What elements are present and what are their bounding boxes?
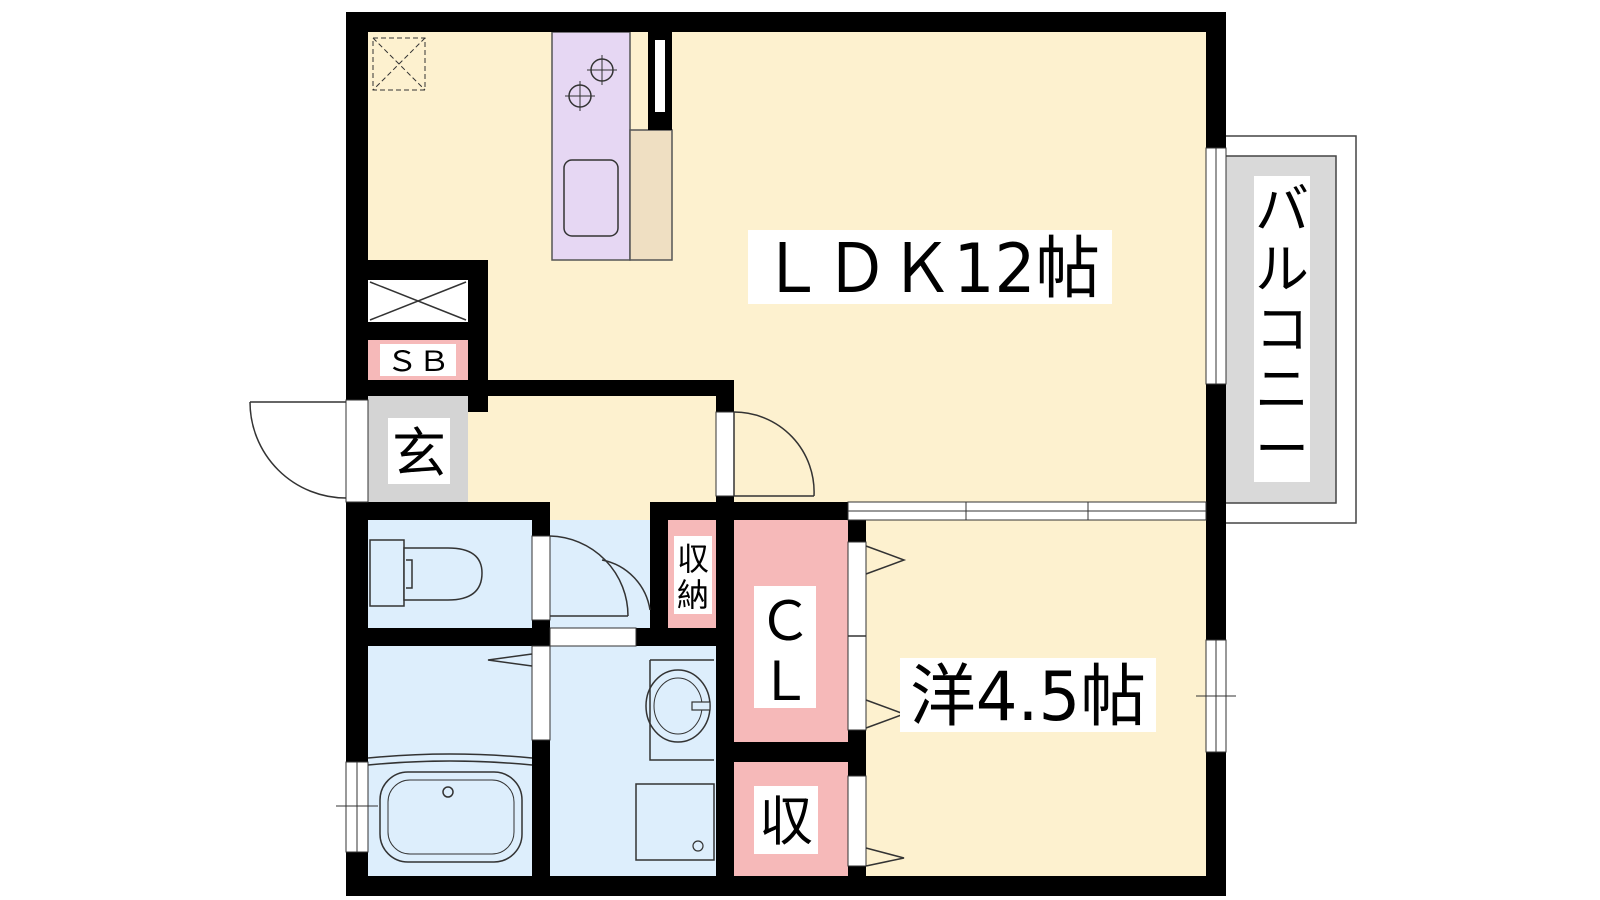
- storage-bottom-label-bg: [754, 786, 818, 854]
- western-label-bg: [900, 658, 1156, 732]
- balcony-label-bg: [1254, 176, 1310, 482]
- ldk-door: [715, 411, 815, 497]
- closet-label-bg: [754, 586, 816, 708]
- refrigerator-space-icon: [369, 281, 467, 321]
- shoe-box-label: ＳＢ: [386, 345, 450, 378]
- wall-top: [346, 12, 1225, 32]
- washing-machine-space-icon: [635, 783, 715, 861]
- closet-doors: [847, 541, 907, 867]
- storage-bottom-label: 収: [759, 790, 813, 853]
- bathtub-icon: [367, 753, 533, 863]
- entrance-door: [249, 399, 369, 503]
- wall-closet-right-bottom: [848, 866, 866, 896]
- western-label: 洋4.5帖: [910, 658, 1146, 737]
- storage-small-label-char: 収: [677, 540, 709, 578]
- storage-small-label-bg: [674, 536, 712, 614]
- ldk-label: ＬＤＫ12帖: [760, 230, 1100, 309]
- wall-right-top: [1206, 12, 1226, 148]
- vent-icon: [372, 37, 426, 91]
- balcony-label-char: コ: [1255, 298, 1309, 361]
- balcony-label-char: ル: [1255, 238, 1309, 301]
- wall-fridge-bottom: [346, 322, 488, 340]
- closet-label-char: Ｃ: [758, 590, 812, 653]
- ldk-label-bg: [748, 230, 1112, 304]
- entrance-label-bg: [388, 418, 450, 484]
- wall-toilet-bath: [346, 628, 550, 646]
- wall-mid-horizontal-right: [650, 502, 848, 520]
- wall-closet-divider: [716, 742, 866, 762]
- washroom-door: [549, 559, 651, 647]
- room-labels: ＬＤＫ12帖 洋4.5帖 玄 ＳＢ Ｃ Ｌ 収 納 収: [380, 230, 1156, 854]
- wall-left-upper: [346, 12, 368, 400]
- wall-closet-left: [716, 412, 734, 896]
- wall-hall-top: [468, 380, 734, 396]
- wall-right-mid: [1206, 384, 1226, 640]
- wall-storage-left: [650, 502, 668, 646]
- wall-hall-right: [716, 380, 734, 412]
- doors: [249, 399, 907, 867]
- washbasin-icon: [645, 659, 714, 761]
- wall-entrance-right: [468, 396, 488, 412]
- corridor-floor: [550, 520, 650, 646]
- closet-label-char: Ｌ: [758, 650, 812, 713]
- kitchen-sink-icon: [563, 159, 619, 237]
- kitchen-counter: [629, 129, 673, 261]
- wall-mid-horizontal-left: [346, 502, 550, 520]
- wall-toilet-right: [532, 502, 550, 536]
- storage-small-label-char: 納: [677, 576, 709, 614]
- balcony-label-char: バ: [1255, 178, 1309, 241]
- wall-sb-bottom: [346, 380, 488, 396]
- wall-ldk-step-h: [346, 260, 488, 280]
- hallway-floor: [488, 396, 716, 506]
- windows: [336, 147, 1236, 853]
- wall-right-bottom: [1206, 752, 1226, 896]
- wall-bath-right: [532, 740, 550, 896]
- wall-bottom: [346, 876, 1225, 896]
- kitchen: [551, 30, 673, 261]
- drain-icon: [442, 786, 454, 798]
- entrance-label: 玄: [392, 422, 446, 485]
- toilet-icon: [369, 539, 483, 607]
- balcony-label: バ ル コ ニ ー: [1255, 178, 1309, 481]
- bath-door: [487, 645, 551, 741]
- balcony-label-char: ー: [1255, 418, 1309, 481]
- washroom-floor: [550, 646, 716, 878]
- balcony: バ ル コ ニ ー: [1223, 135, 1357, 524]
- balcony-label-char: ニ: [1255, 358, 1309, 421]
- shoe-box-label-bg: [380, 344, 456, 376]
